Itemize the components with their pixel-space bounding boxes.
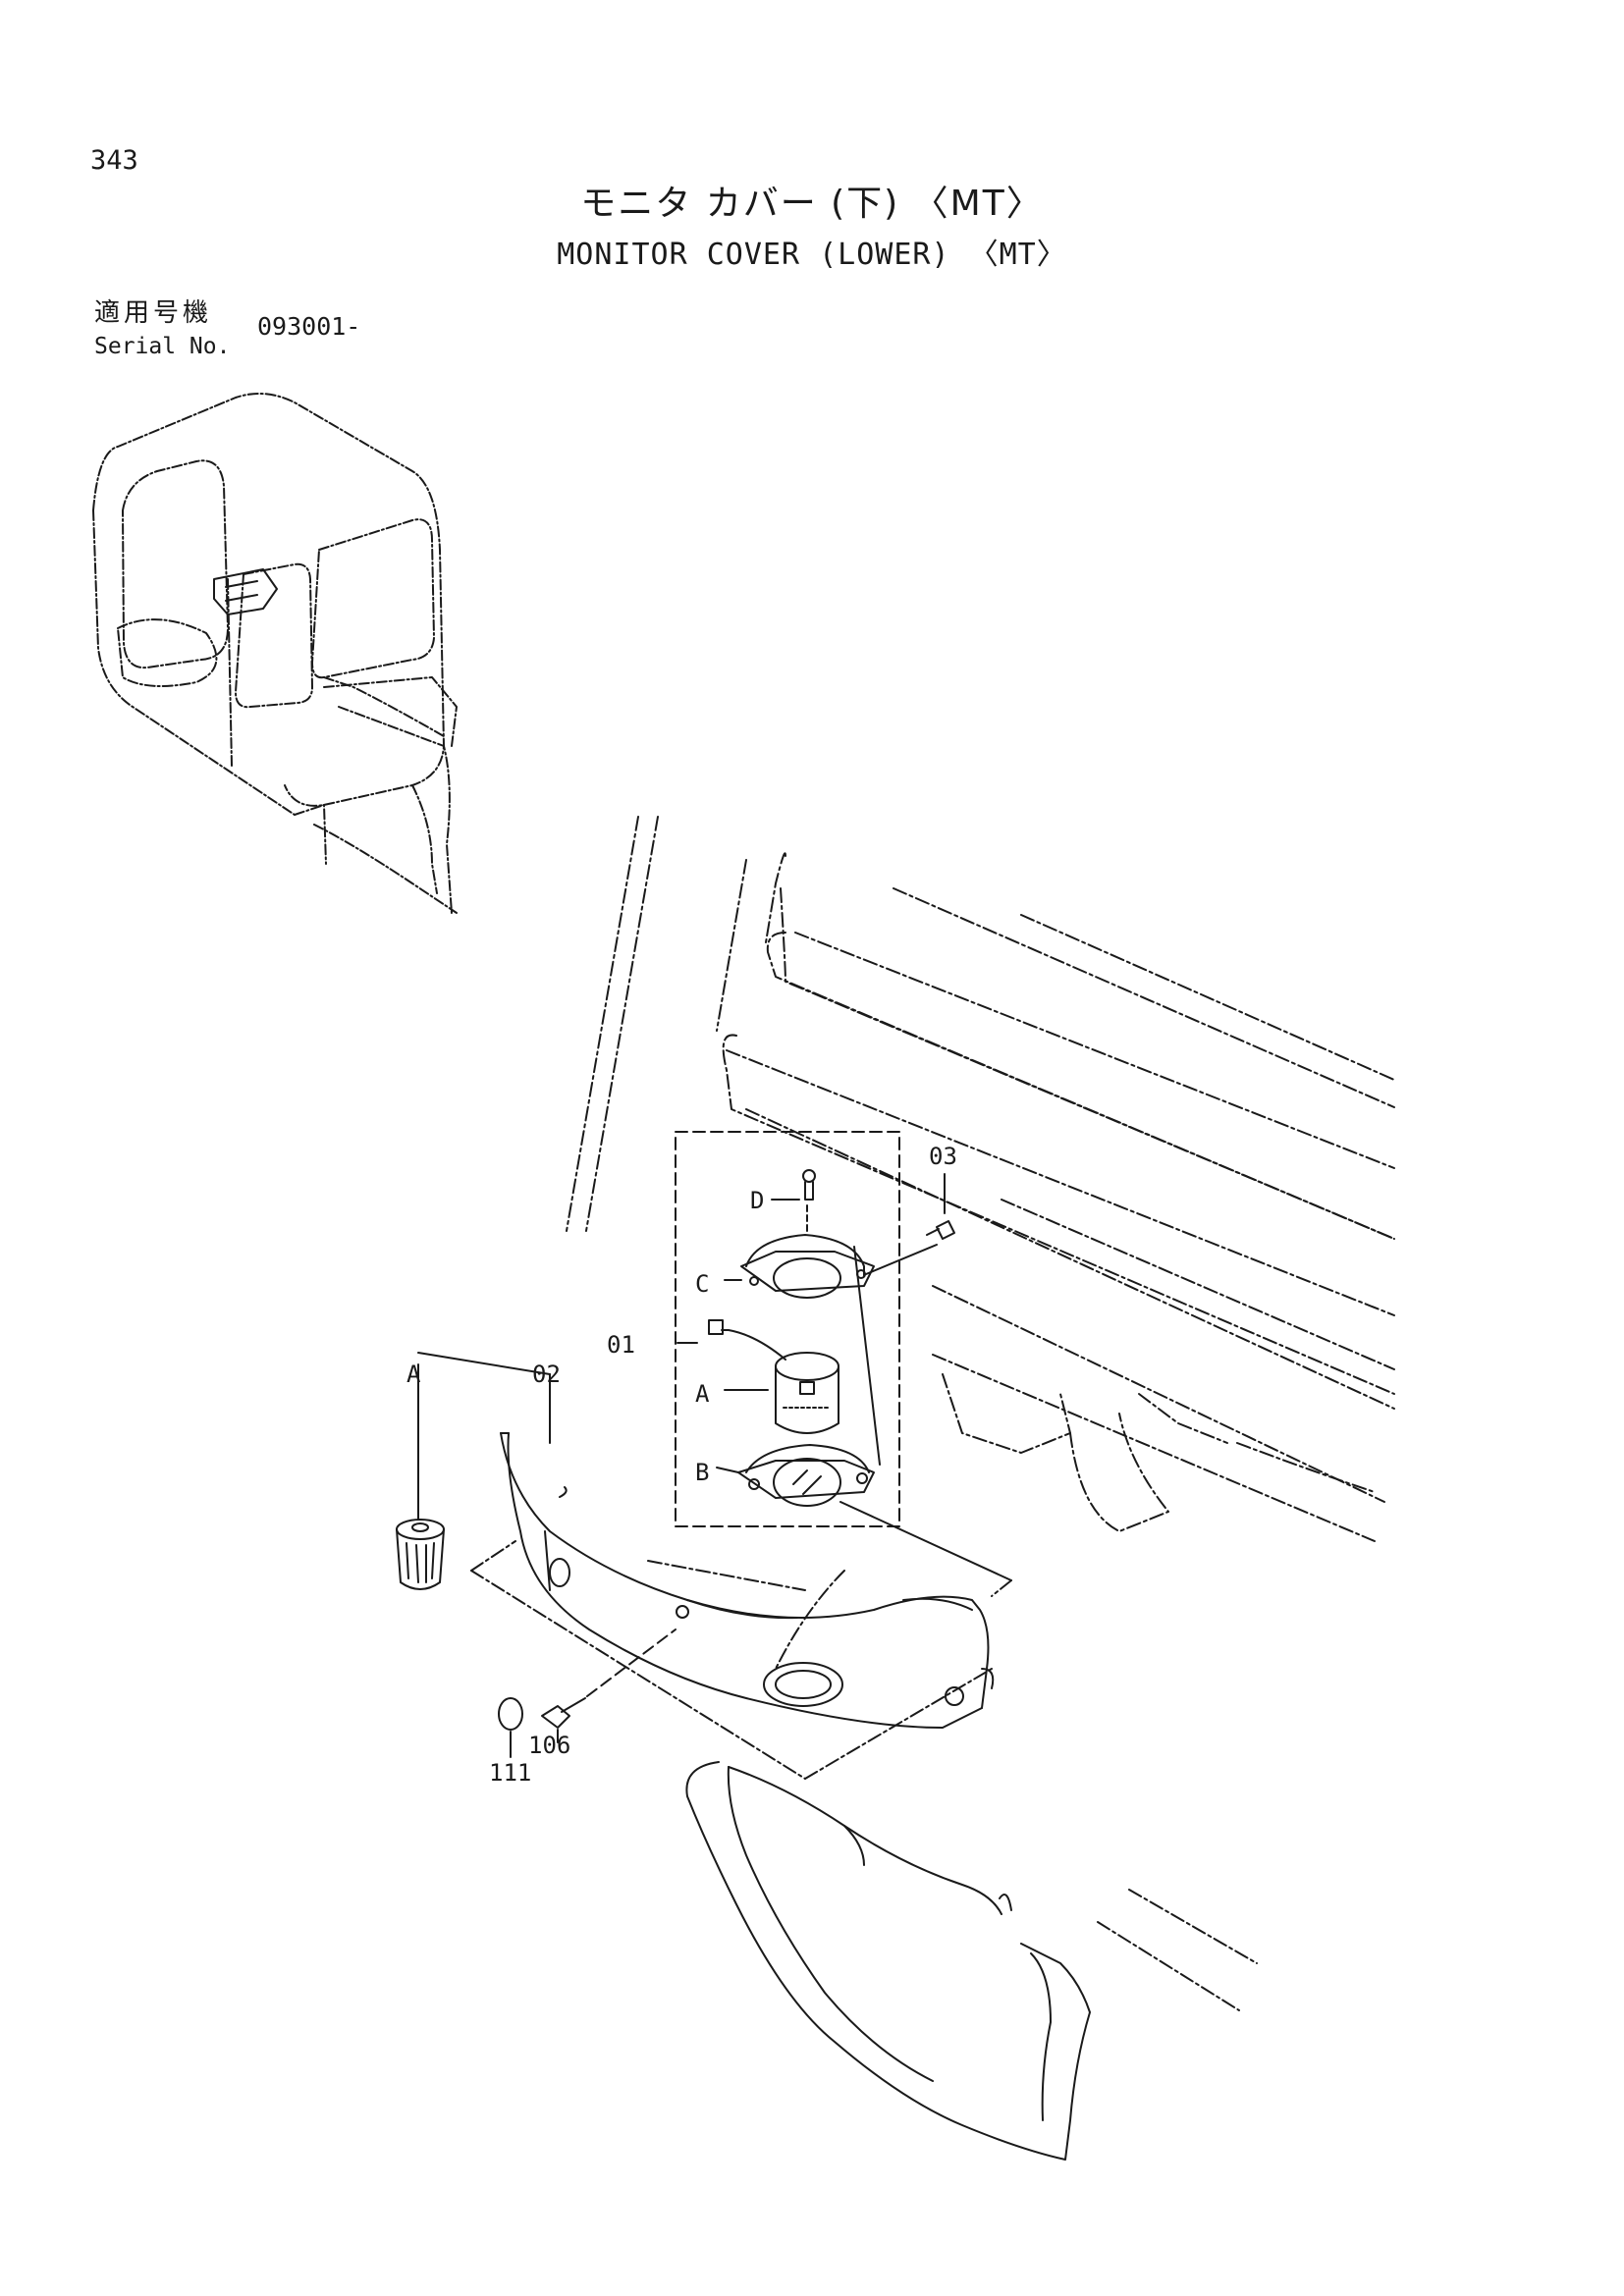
part-106-screw bbox=[541, 1629, 677, 1743]
callout-sub-a: A bbox=[695, 1380, 710, 1408]
callout-sub-c: C bbox=[695, 1270, 709, 1298]
part-c-bracket bbox=[724, 1234, 875, 1299]
leader-b-to-cover bbox=[839, 1501, 1012, 1581]
cab-frame-lines bbox=[566, 816, 1395, 1542]
monitor-subassembly-box bbox=[675, 1131, 900, 1527]
part-111-cap bbox=[498, 1697, 523, 1758]
lower-console-panel bbox=[685, 1761, 1091, 2161]
part-b-bracket bbox=[716, 1444, 875, 1507]
mounting-plane bbox=[470, 1540, 1012, 1780]
page-number: 343 bbox=[90, 145, 138, 176]
part-a-monitor-unit bbox=[708, 1319, 839, 1434]
callout-01: 01 bbox=[607, 1331, 635, 1359]
monitor-mount-highlight bbox=[213, 568, 278, 615]
leader-c-to-b bbox=[853, 1246, 881, 1466]
part-d-screw bbox=[771, 1169, 816, 1236]
cab-overview-inset bbox=[92, 393, 458, 914]
serial-number-value: 093001- bbox=[257, 312, 361, 341]
callout-sub-b: B bbox=[695, 1459, 709, 1486]
callout-03: 03 bbox=[929, 1143, 957, 1170]
callout-111: 111 bbox=[489, 1759, 531, 1787]
callout-106: 106 bbox=[528, 1732, 570, 1759]
console-edge-lines bbox=[1097, 1889, 1258, 2011]
serial-label-japanese: 適用号機 bbox=[94, 298, 213, 328]
callout-sub-a-stopper: A bbox=[406, 1361, 421, 1388]
serial-label-english: Serial No. bbox=[94, 334, 231, 359]
page-title-english: MONITOR COVER (LOWER) 〈MT〉 bbox=[557, 238, 1067, 272]
callout-02: 02 bbox=[532, 1361, 561, 1388]
part-03-bolt bbox=[865, 1173, 955, 1275]
part-a-rubber-stopper bbox=[396, 1352, 551, 1590]
page-title-japanese: モニタ カバー (下) 〈MT〉 bbox=[580, 184, 1044, 224]
part-02-lower-cover bbox=[500, 1432, 995, 1729]
callout-sub-d: D bbox=[750, 1187, 764, 1214]
